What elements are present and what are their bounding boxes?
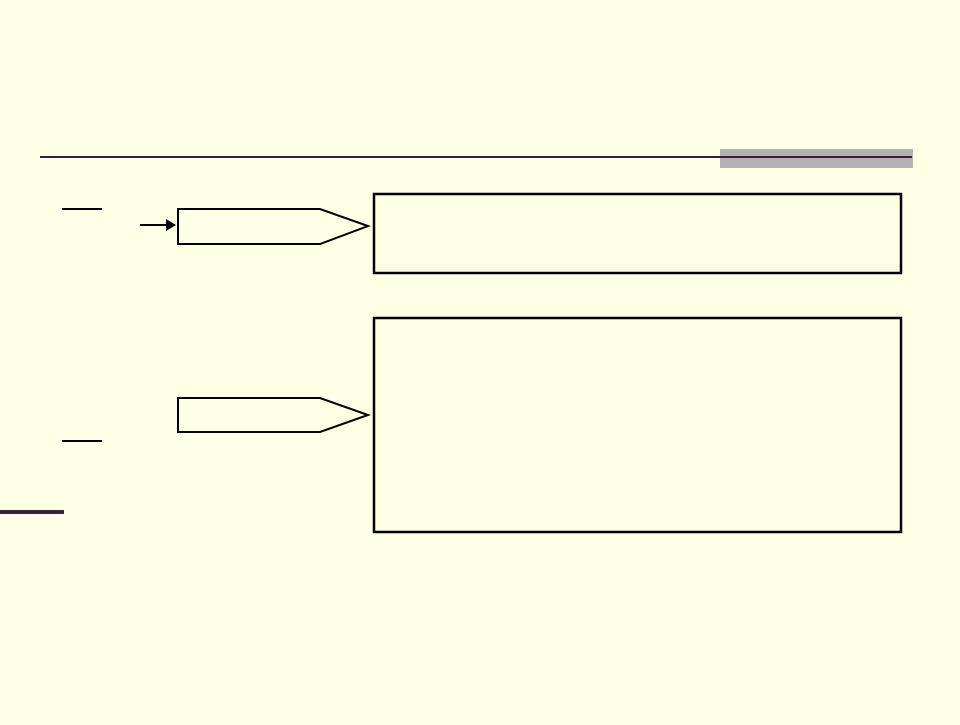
arrow-tag-bottom [177,397,371,433]
content-box-top [372,192,903,275]
bottom-box-text [386,330,886,520]
top-arrow-tag-label [186,216,316,236]
pointer-arrow-icon [140,219,176,231]
title-accent-bar [720,149,913,168]
bottom-marker-label [62,418,122,438]
arrow-tag-top [177,208,371,245]
slide-title [40,100,900,140]
content-box-bottom [372,316,903,534]
top-box-text [386,204,886,264]
bottom-arrow-tag-label [186,405,316,425]
top-marker-label [62,186,122,206]
